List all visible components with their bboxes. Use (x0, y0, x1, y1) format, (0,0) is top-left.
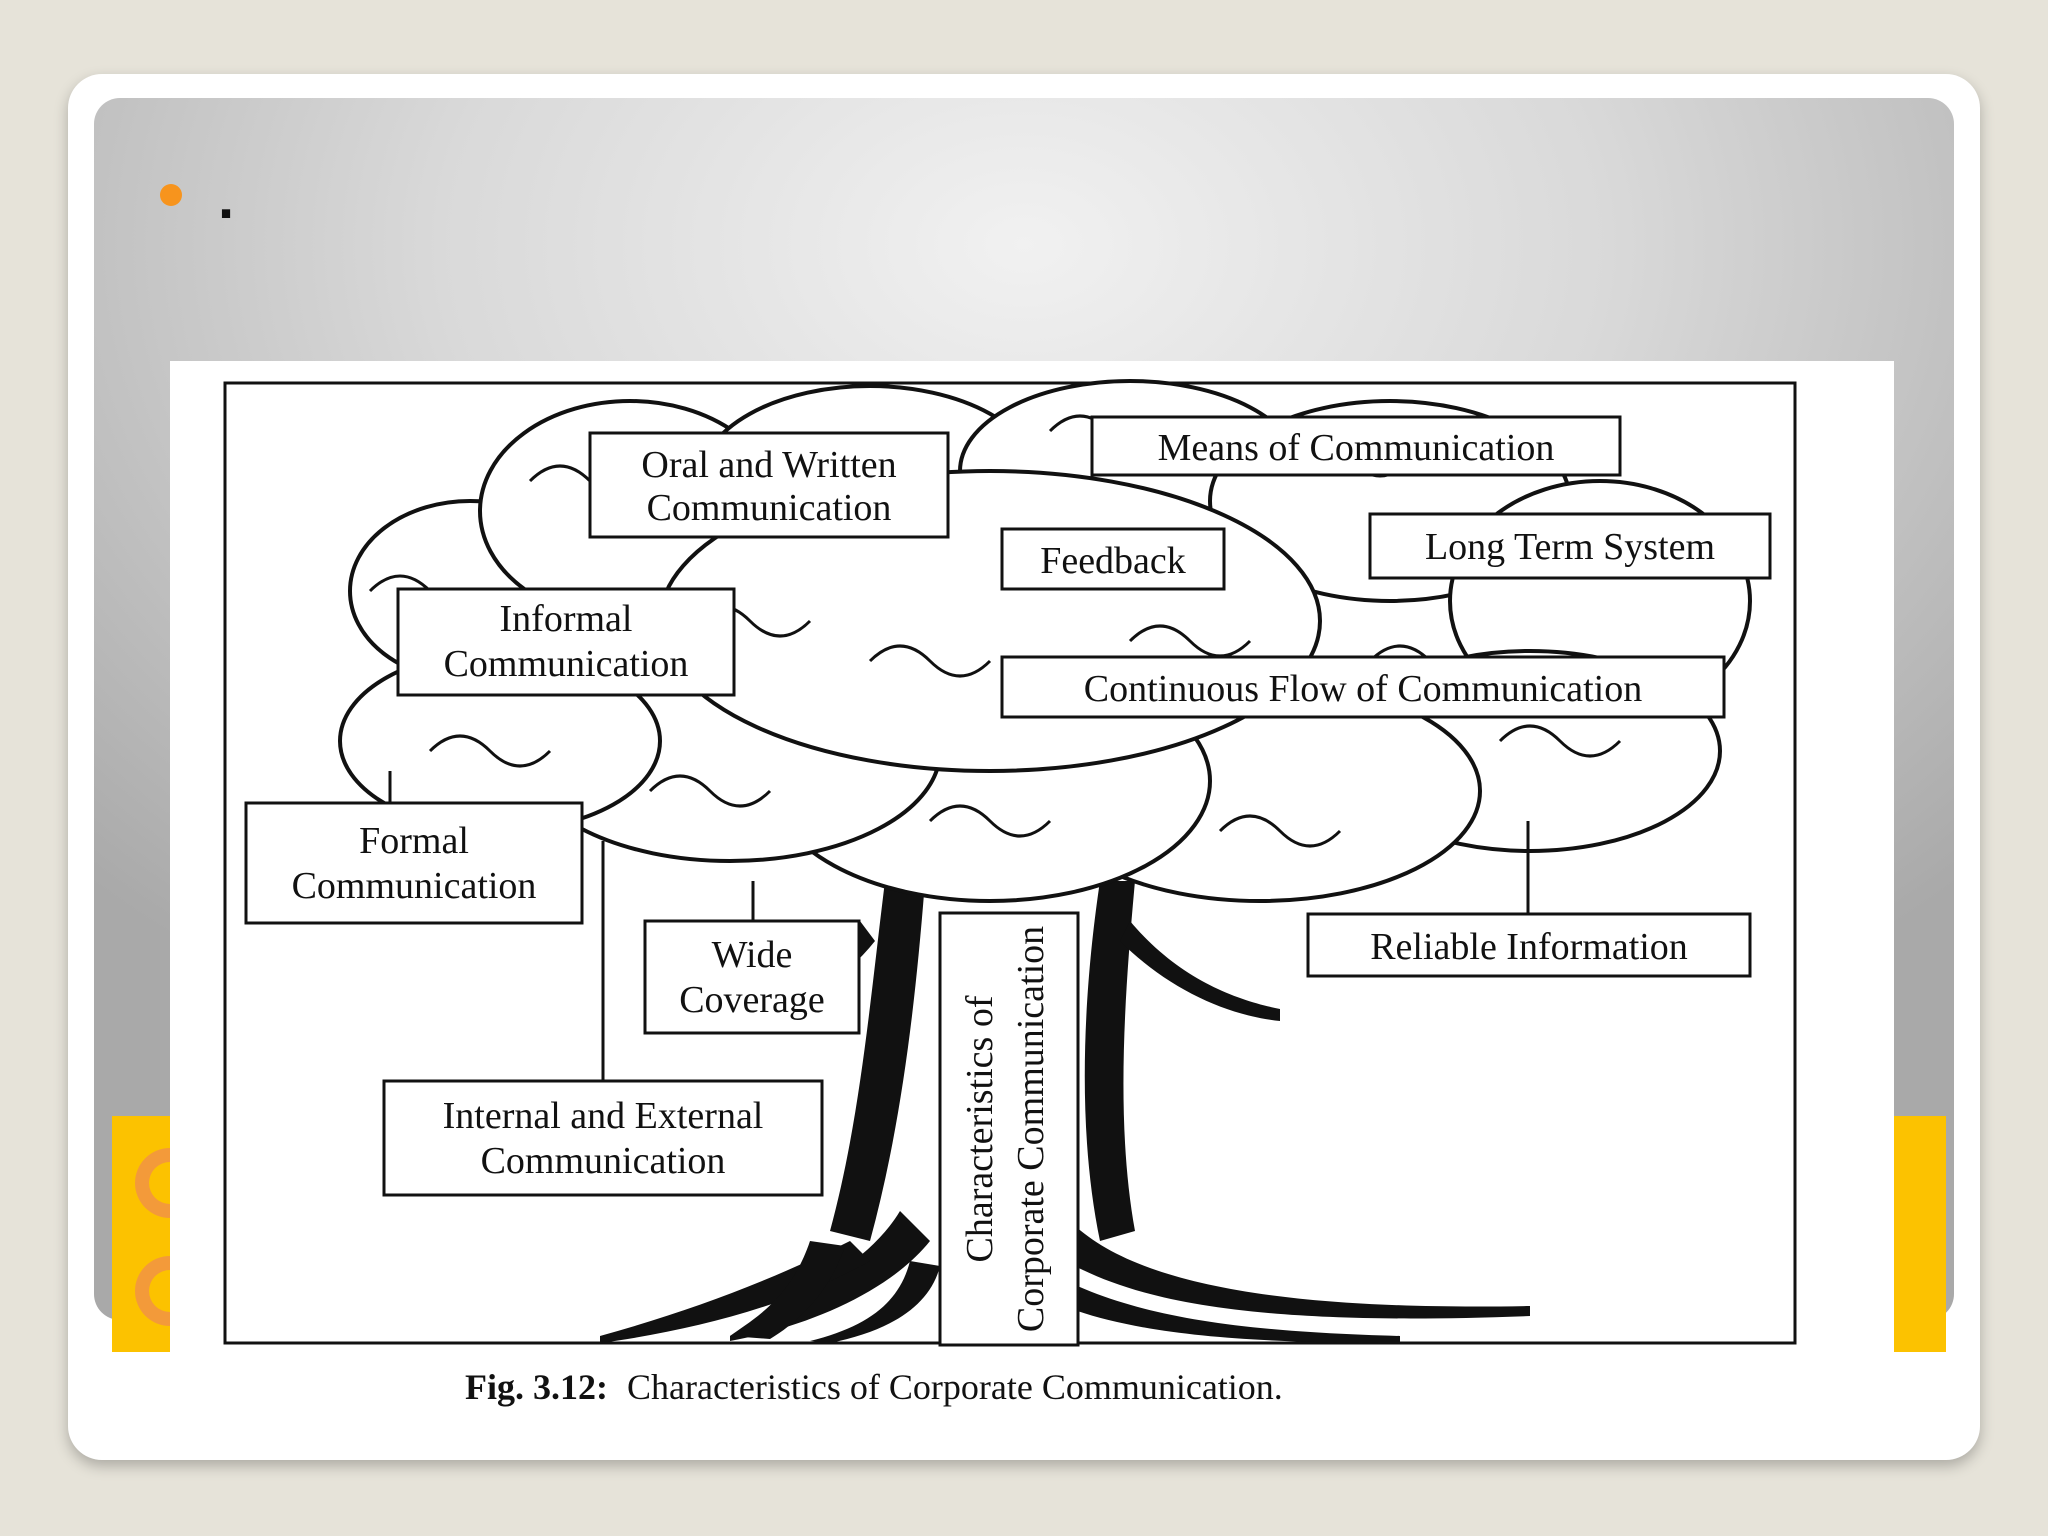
label-formal: Formal Communication (244, 801, 584, 925)
label-text: Feedback (1040, 540, 1186, 582)
label-oral-written: Oral and Written Communication (588, 431, 950, 539)
label-internal-external: Internal and External Communication (382, 1079, 824, 1197)
label-text: Formal (359, 820, 469, 862)
label-text: Wide (712, 934, 793, 976)
label-means: Means of Communication (1090, 415, 1622, 477)
label-text: Long Term System (1425, 526, 1715, 568)
label-wide-coverage: Wide Coverage (643, 919, 861, 1035)
label-long-term: Long Term System (1368, 512, 1772, 580)
caption-text: Characteristics of Corporate Communicati… (627, 1367, 1283, 1407)
label-text: Means of Communication (1158, 427, 1555, 469)
caption-prefix: Fig. 3.12: (465, 1367, 608, 1407)
label-text: Communication (292, 865, 537, 907)
bullet-icon (160, 184, 182, 206)
label-reliable: Reliable Information (1306, 912, 1752, 978)
label-feedback: Feedback (1000, 527, 1226, 591)
label-text: Communication (647, 487, 892, 529)
figure-caption: Fig. 3.12: Characteristics of Corporate … (465, 1367, 1283, 1407)
trunk-label-line: Corporate Communication (1010, 926, 1052, 1332)
label-text: Internal and External (443, 1095, 764, 1137)
label-text: Oral and Written (641, 444, 896, 486)
label-text: Reliable Information (1370, 926, 1688, 968)
trunk-label: Characteristics of Corporate Communicati… (938, 911, 1080, 1347)
label-text: Communication (444, 643, 689, 685)
label-text: Coverage (679, 979, 825, 1021)
label-informal: Informal Communication (396, 587, 736, 697)
label-text: Informal (500, 598, 633, 640)
tree-figure: Oral and Written Communication Means of … (170, 361, 1894, 1451)
label-continuous: Continuous Flow of Communication (1000, 655, 1726, 719)
bullet-text: . (218, 166, 235, 231)
tree-diagram: Oral and Written Communication Means of … (223, 379, 1797, 1407)
label-text: Communication (481, 1140, 726, 1182)
label-connectors (388, 771, 1530, 1081)
label-text: Continuous Flow of Communication (1084, 668, 1642, 710)
trunk-label-line: Characteristics of (959, 995, 1001, 1262)
